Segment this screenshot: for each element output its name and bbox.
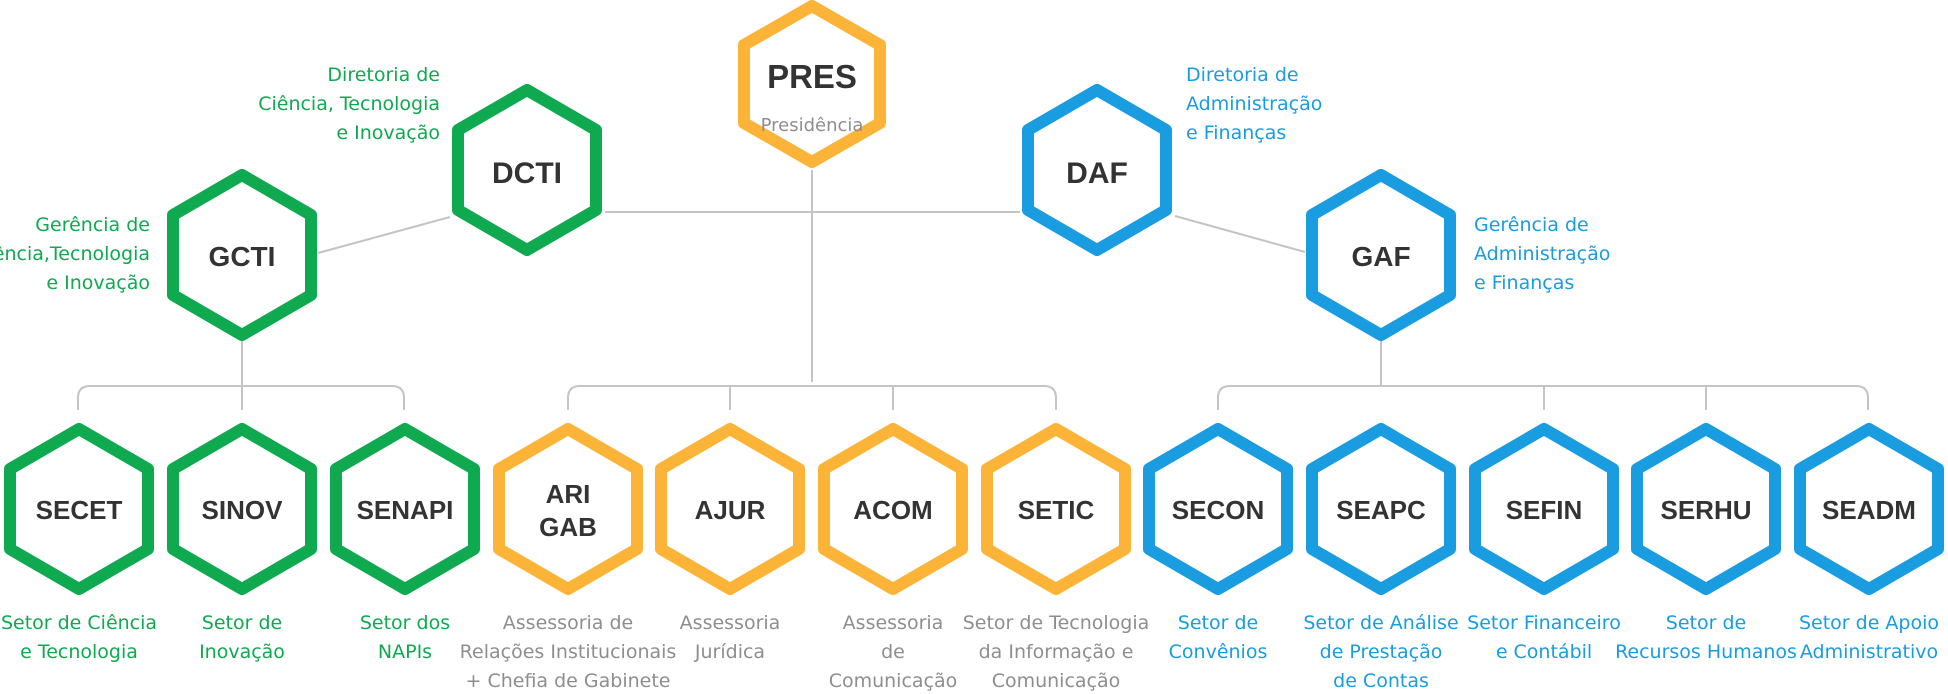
setic-caption-line-1: Setor de Tecnologia bbox=[963, 612, 1150, 634]
connector-gaf-bracket bbox=[1217, 340, 1869, 410]
ajur-caption-line-1: Assessoria bbox=[680, 612, 781, 634]
setic-caption-line-2: da Informação e bbox=[979, 641, 1134, 663]
secet-code: SECET bbox=[36, 495, 123, 525]
seapc-code: SEAPC bbox=[1336, 495, 1426, 525]
pres-code: PRES bbox=[767, 58, 857, 95]
sinov-code: SINOV bbox=[202, 495, 284, 525]
pres-hexagon bbox=[738, 0, 886, 168]
arigab-caption-line-1: Assessoria de bbox=[503, 612, 633, 634]
connector-gcti-bracket bbox=[77, 340, 405, 410]
arigab-caption-line-2: Relações Institucionais bbox=[460, 641, 677, 663]
acom-caption-line-1: Assessoria bbox=[843, 612, 944, 634]
serhu-hexagon bbox=[1631, 423, 1781, 595]
secon-caption-line-1: Setor de bbox=[1178, 612, 1258, 634]
acom-caption-line-2: de bbox=[881, 641, 905, 663]
ajur-caption-line-2: Jurídica bbox=[694, 641, 765, 663]
gcti-code: GCTI bbox=[209, 241, 276, 272]
ajur-code: AJUR bbox=[695, 495, 766, 525]
gaf-hexagon bbox=[1306, 169, 1456, 341]
secon-code: SECON bbox=[1172, 495, 1264, 525]
senapi-code: SENAPI bbox=[357, 495, 454, 525]
gaf-caption-line-3: e Finanças bbox=[1474, 272, 1574, 294]
daf-code: DAF bbox=[1066, 157, 1128, 190]
setic-code: SETIC bbox=[1018, 495, 1095, 525]
daf-caption-line-3: e Finanças bbox=[1186, 122, 1286, 144]
seapc-hexagon bbox=[1306, 423, 1456, 595]
gcti-caption-line-2: Ciência,Tecnologia bbox=[0, 243, 150, 265]
sinov-caption-line-1: Setor de bbox=[202, 612, 282, 634]
pres-subtitle: Presidência bbox=[761, 115, 864, 136]
gaf-code: GAF bbox=[1351, 241, 1410, 272]
arigab-code-line-1: ARI bbox=[546, 479, 591, 509]
secon-caption-line-2: Convênios bbox=[1169, 641, 1268, 663]
serhu-code: SERHU bbox=[1660, 495, 1751, 525]
seapc-caption-line-3: de Contas bbox=[1333, 670, 1429, 692]
gcti-hexagon bbox=[167, 169, 317, 341]
sefin-caption-line-2: e Contábil bbox=[1496, 641, 1592, 663]
serhu-caption-line-1: Setor de bbox=[1666, 612, 1746, 634]
sefin-code: SEFIN bbox=[1506, 495, 1583, 525]
dcti-hexagon bbox=[452, 84, 602, 256]
secon-hexagon bbox=[1143, 423, 1293, 595]
senapi-caption-line-1: Setor dos bbox=[360, 612, 450, 634]
seapc-caption-line-2: de Prestação bbox=[1320, 641, 1443, 663]
daf-caption-line-1: Diretoria de bbox=[1186, 64, 1299, 86]
acom-hexagon bbox=[818, 423, 968, 595]
secet-caption-line-2: e Tecnologia bbox=[20, 641, 138, 663]
gcti-caption-line-1: Gerência de bbox=[35, 214, 150, 236]
arigab-caption-line-3: + Chefia de Gabinete bbox=[466, 670, 671, 692]
secet-hexagon bbox=[4, 423, 154, 595]
setic-caption-line-3: Comunicação bbox=[992, 670, 1121, 692]
gcti-caption-line-3: e Inovação bbox=[46, 272, 150, 294]
connector-dcti-gcti bbox=[317, 216, 451, 254]
gaf-caption-line-1: Gerência de bbox=[1474, 214, 1589, 236]
ajur-hexagon bbox=[655, 423, 805, 595]
seadm-caption-line-2: Administrativo bbox=[1800, 641, 1938, 663]
acom-code: ACOM bbox=[853, 495, 932, 525]
setic-hexagon bbox=[981, 423, 1131, 595]
seadm-hexagon bbox=[1794, 423, 1944, 595]
senapi-caption-line-2: NAPIs bbox=[378, 641, 432, 663]
arigab-hexagon bbox=[493, 423, 643, 595]
dcti-caption-line-3: e Inovação bbox=[336, 122, 440, 144]
connector-pres-bracket bbox=[567, 385, 1057, 410]
senapi-hexagon bbox=[330, 423, 480, 595]
secet-caption-line-1: Setor de Ciência bbox=[1, 612, 157, 634]
dcti-code: DCTI bbox=[492, 157, 562, 190]
seadm-caption-line-1: Setor de Apoio bbox=[1799, 612, 1939, 634]
dcti-caption-line-2: Ciência, Tecnologia bbox=[258, 93, 440, 115]
daf-hexagon bbox=[1022, 84, 1172, 256]
sinov-hexagon bbox=[167, 423, 317, 595]
acom-caption-line-3: Comunicação bbox=[829, 670, 958, 692]
daf-caption-line-2: Administração bbox=[1186, 93, 1322, 115]
connectors bbox=[77, 170, 1869, 410]
gaf-caption-line-2: Administração bbox=[1474, 243, 1610, 265]
connector-daf-gaf bbox=[1174, 215, 1306, 253]
sefin-hexagon bbox=[1469, 423, 1619, 595]
arigab-code-line-2: GAB bbox=[539, 512, 597, 542]
dcti-caption-line-1: Diretoria de bbox=[327, 64, 440, 86]
sinov-caption-line-2: Inovação bbox=[199, 641, 285, 663]
sefin-caption-line-1: Setor Financeiro bbox=[1467, 612, 1621, 634]
seapc-caption-line-1: Setor de Análise bbox=[1303, 612, 1458, 634]
seadm-code: SEADM bbox=[1822, 495, 1916, 525]
serhu-caption-line-2: Recursos Humanos bbox=[1615, 641, 1797, 663]
